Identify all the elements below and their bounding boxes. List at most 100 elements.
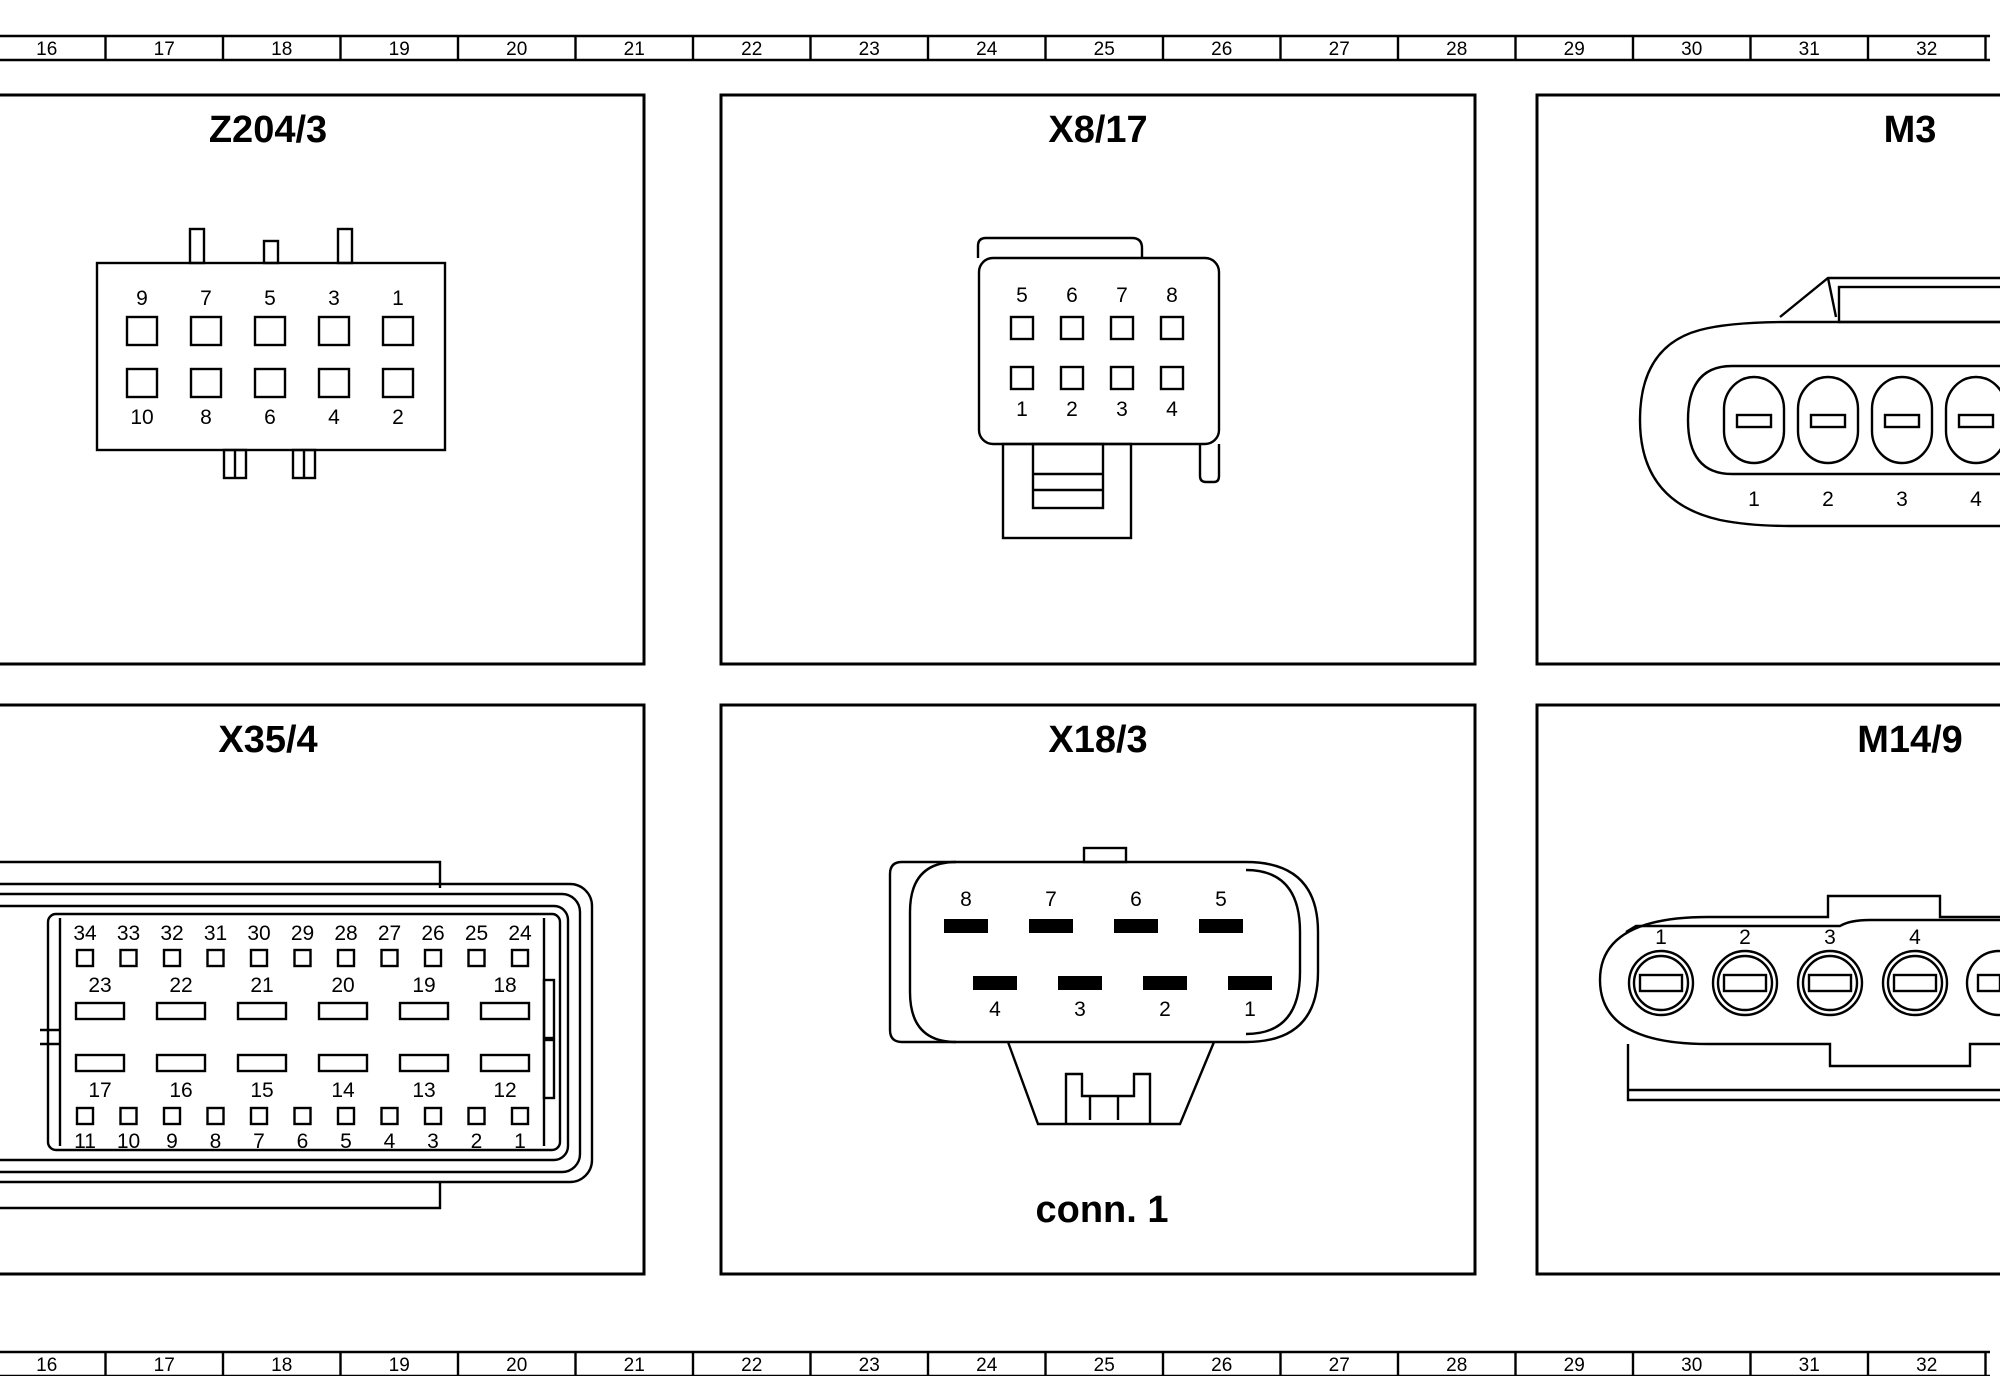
pin-number: 4 bbox=[1970, 488, 1982, 511]
pin-blade bbox=[1199, 919, 1243, 933]
ruler-number: 24 bbox=[976, 39, 998, 60]
pin-blade bbox=[973, 976, 1017, 990]
pin-socket bbox=[380, 948, 399, 968]
pin-number: 4 bbox=[989, 998, 1001, 1021]
ruler-number: 22 bbox=[741, 1355, 762, 1376]
pin-number: 3 bbox=[1116, 398, 1128, 421]
pin-number: 12 bbox=[493, 1079, 516, 1102]
pin-number: 2 bbox=[1739, 926, 1751, 949]
pin-number: 4 bbox=[384, 1130, 396, 1153]
pin-socket bbox=[317, 315, 351, 347]
pin-cavity-inner bbox=[1632, 954, 1690, 1012]
pin-number: 1 bbox=[1655, 926, 1667, 949]
pin-number: 3 bbox=[427, 1130, 439, 1153]
pin-number: 9 bbox=[136, 287, 148, 310]
pin-blade bbox=[1029, 919, 1073, 933]
pin-socket-wide bbox=[155, 1001, 207, 1021]
ruler-number: 25 bbox=[1094, 1355, 1115, 1376]
pin-socket-wide bbox=[74, 1001, 126, 1021]
pin-number: 34 bbox=[73, 922, 97, 945]
pin-number: 33 bbox=[117, 922, 140, 945]
pin-socket bbox=[189, 315, 223, 347]
pin-socket bbox=[189, 367, 223, 399]
pin-socket-wide bbox=[317, 1053, 369, 1073]
pin-number: 20 bbox=[331, 974, 354, 997]
pin-number: 5 bbox=[264, 287, 276, 310]
pin-number: 23 bbox=[88, 974, 111, 997]
pin-number: 1 bbox=[392, 287, 404, 310]
pin-number: 13 bbox=[412, 1079, 435, 1102]
pin-number: 9 bbox=[166, 1130, 178, 1153]
pin-socket bbox=[75, 1106, 95, 1126]
pin-socket-wide bbox=[236, 1053, 288, 1073]
pin-number: 5 bbox=[1215, 888, 1227, 911]
pin-socket bbox=[380, 1106, 399, 1126]
pin-number: 8 bbox=[960, 888, 972, 911]
pin-terminal bbox=[1735, 413, 1773, 429]
pin-number: 7 bbox=[1116, 284, 1128, 307]
connector-x8-17 bbox=[976, 236, 1221, 540]
pin-cavity-inner bbox=[1716, 954, 1774, 1012]
pin-number: 16 bbox=[169, 1079, 192, 1102]
pin-socket bbox=[249, 948, 269, 968]
pin-number: 26 bbox=[421, 922, 444, 945]
pin-number: 1 bbox=[1748, 488, 1760, 511]
pin-number: 21 bbox=[250, 974, 273, 997]
pin-number: 8 bbox=[1166, 284, 1178, 307]
pin-socket-wide bbox=[236, 1001, 288, 1021]
pin-number: 17 bbox=[88, 1079, 111, 1102]
pin-number: 5 bbox=[1016, 284, 1028, 307]
pin-number: 10 bbox=[117, 1130, 140, 1153]
pin-terminal bbox=[1976, 973, 2000, 993]
pin-cavity bbox=[1870, 375, 1934, 465]
pin-cavity bbox=[1796, 375, 1860, 465]
pin-number: 2 bbox=[471, 1130, 483, 1153]
pin-socket bbox=[381, 367, 415, 399]
pin-number: 3 bbox=[328, 287, 340, 310]
pin-socket bbox=[125, 367, 159, 399]
pin-cavity bbox=[1881, 949, 1949, 1017]
pin-number: 22 bbox=[169, 974, 192, 997]
pin-number: 6 bbox=[1130, 888, 1142, 911]
pin-socket bbox=[1059, 365, 1085, 391]
pin-cavity-partial bbox=[1965, 949, 2000, 1017]
pin-blade bbox=[1228, 976, 1272, 990]
pin-number: 7 bbox=[253, 1130, 265, 1153]
connector-caption: conn. 1 bbox=[1035, 1189, 1168, 1231]
pin-socket bbox=[1109, 315, 1135, 341]
pin-number: 4 bbox=[328, 406, 340, 429]
connector-m14-9 bbox=[1598, 894, 2000, 1102]
pin-number: 27 bbox=[378, 922, 401, 945]
ruler-number: 31 bbox=[1799, 1355, 1820, 1376]
ruler-number: 26 bbox=[1211, 1355, 1232, 1376]
pin-number: 3 bbox=[1074, 998, 1086, 1021]
ruler-number: 24 bbox=[976, 1355, 998, 1376]
ruler-number: 26 bbox=[1211, 39, 1232, 60]
pin-socket-wide bbox=[479, 1001, 531, 1021]
pin-socket bbox=[510, 1106, 530, 1126]
pin-socket-wide bbox=[479, 1053, 531, 1073]
ruler-number: 21 bbox=[624, 1355, 645, 1376]
ruler-number: 30 bbox=[1681, 39, 1702, 60]
pin-number: 1 bbox=[1016, 398, 1028, 421]
pin-number: 30 bbox=[247, 922, 270, 945]
pin-number: 10 bbox=[130, 406, 153, 429]
pin-terminal bbox=[1883, 413, 1921, 429]
pin-blade bbox=[944, 919, 988, 933]
pin-socket bbox=[162, 948, 182, 968]
pin-socket-wide bbox=[155, 1053, 207, 1073]
ruler-number: 19 bbox=[389, 39, 410, 60]
pin-terminal bbox=[1957, 413, 1995, 429]
ruler-number: 27 bbox=[1329, 39, 1350, 60]
pin-socket-wide bbox=[398, 1053, 450, 1073]
pin-number: 7 bbox=[200, 287, 212, 310]
connector-x18-3 bbox=[888, 846, 1320, 1126]
